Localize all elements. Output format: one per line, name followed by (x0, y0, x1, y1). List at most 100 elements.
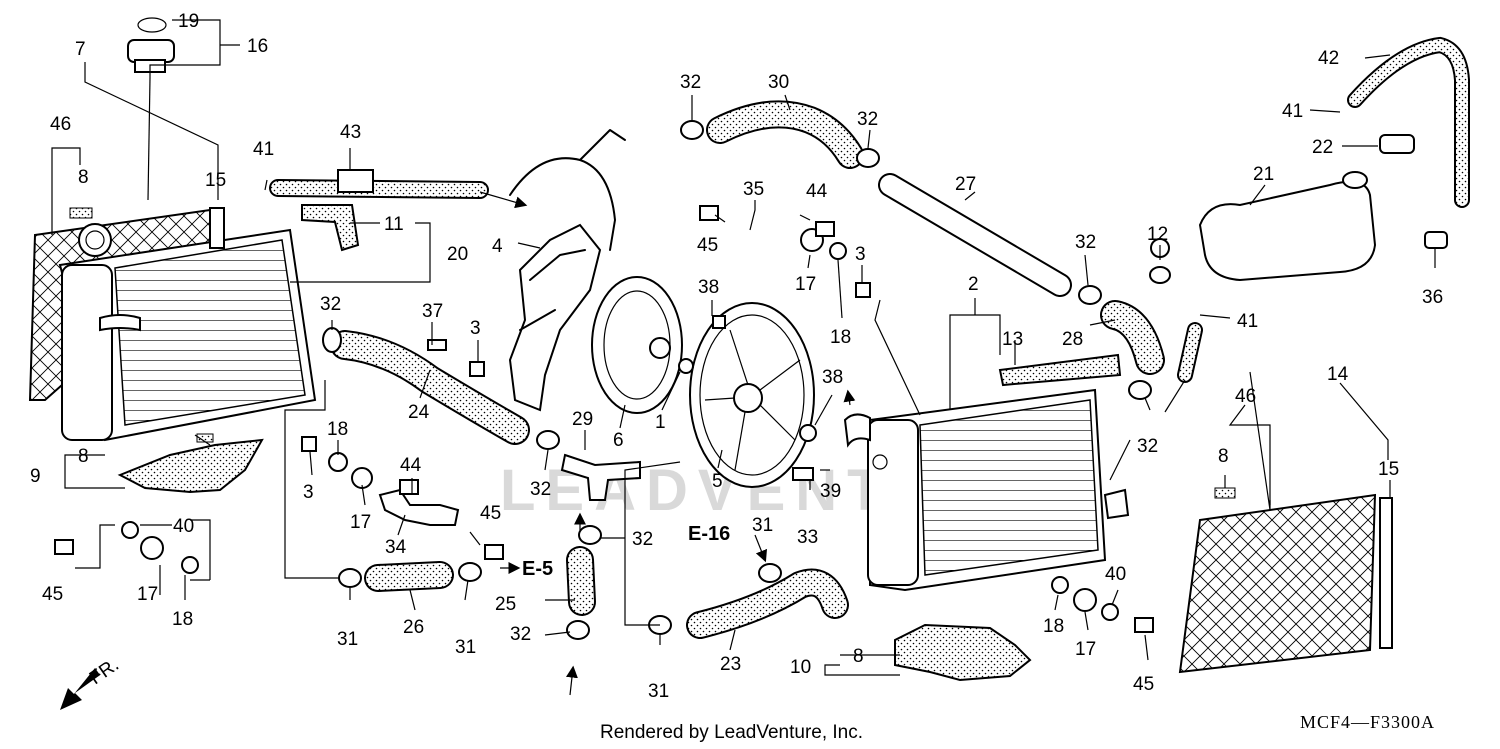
callout-18c: 18 (830, 327, 851, 348)
callout-15b: 15 (1378, 459, 1399, 480)
callout-7: 7 (75, 39, 86, 60)
callout-11: 11 (384, 214, 404, 235)
fan-motor (337, 129, 683, 414)
callout-1: 1 (655, 412, 666, 433)
callout-45: 45 (480, 503, 501, 524)
callout-33: 33 (797, 527, 818, 548)
callout-45d: 45 (1133, 674, 1154, 695)
callout-31d: 31 (752, 515, 773, 536)
callout-8d: 8 (853, 646, 864, 667)
callout-34: 34 (385, 537, 407, 558)
callout-32: 32 (320, 294, 341, 315)
callout-39: 39 (820, 481, 841, 502)
callout-3: 3 (470, 318, 481, 339)
right-radiator (843, 388, 1130, 592)
callout-16: 16 (247, 36, 268, 57)
callout-41b: 41 (1237, 311, 1258, 332)
direction-label: FR. (86, 654, 123, 689)
callout-20: 20 (447, 244, 468, 265)
ref-e16: E-16 (688, 523, 730, 545)
callout-5: 5 (712, 471, 723, 492)
callout-15: 15 (205, 170, 226, 191)
callout-40b: 40 (1105, 564, 1126, 585)
callout-23: 23 (720, 654, 741, 675)
callout-32g: 32 (1075, 232, 1096, 253)
callout-28: 28 (1062, 329, 1083, 350)
callout-32d: 32 (510, 624, 531, 645)
callout-18: 18 (327, 419, 348, 440)
callout-38: 38 (698, 277, 719, 298)
joint-29 (560, 453, 641, 501)
callout-32f: 32 (857, 109, 878, 130)
hose-42 (1347, 36, 1470, 208)
callout-29: 29 (572, 409, 593, 430)
footer-credit: Rendered by LeadVenture, Inc. (600, 722, 863, 743)
callout-26: 26 (403, 617, 424, 638)
callout-17d: 17 (1075, 639, 1096, 660)
bracket-11 (301, 204, 360, 252)
bracket-34 (378, 488, 460, 526)
callout-22: 22 (1312, 137, 1333, 158)
hose-clamps (322, 120, 1152, 640)
callout-25: 25 (495, 594, 516, 615)
ref-e5: E-5 (522, 558, 553, 580)
callout-8b: 8 (78, 446, 89, 467)
callout-43: 43 (340, 122, 361, 143)
callout-24: 24 (408, 402, 430, 423)
callout-37: 37 (422, 301, 443, 322)
lower-shroud-right (894, 623, 1032, 682)
callout-13: 13 (1002, 329, 1023, 350)
callout-19: 19 (178, 11, 199, 32)
callout-45b: 45 (42, 584, 63, 605)
callout-31: 31 (337, 629, 358, 650)
callout-18d: 18 (1043, 616, 1064, 637)
callout-32c: 32 (632, 529, 653, 550)
drawing-code: MCF4—F3300A (1300, 712, 1435, 732)
lower-shroud-left (117, 438, 264, 494)
right-mesh-grille (1178, 487, 1393, 674)
callout-27: 27 (955, 174, 976, 195)
callout-38b: 38 (822, 367, 843, 388)
callout-17c: 17 (795, 274, 816, 295)
callout-41c: 41 (1282, 101, 1303, 122)
callout-6: 6 (613, 430, 624, 451)
callout-12: 12 (1147, 224, 1168, 245)
front-direction-arrow: FR. (60, 654, 123, 710)
callout-9: 9 (30, 466, 41, 487)
callout-45c: 45 (697, 235, 718, 256)
callout-8: 8 (78, 167, 89, 188)
callout-35: 35 (743, 179, 764, 200)
leader-lines (51, 19, 1436, 676)
callout-17b: 17 (137, 584, 158, 605)
callout-36: 36 (1422, 287, 1443, 308)
callout-18b: 18 (172, 609, 193, 630)
callout-46b: 46 (1235, 386, 1256, 407)
callout-42: 42 (1318, 48, 1339, 69)
callout-14: 14 (1327, 364, 1349, 385)
callout-32h: 32 (1137, 436, 1158, 457)
callout-46: 46 (50, 114, 71, 135)
callout-2: 2 (968, 274, 979, 295)
callout-32b: 32 (530, 479, 551, 500)
callout-8c: 8 (1218, 446, 1229, 467)
callout-44: 44 (400, 455, 422, 476)
fan-blade (689, 302, 815, 488)
callout-41: 41 (253, 139, 274, 160)
callout-3b: 3 (303, 482, 314, 503)
callout-44b: 44 (806, 181, 828, 202)
callout-40: 40 (173, 516, 194, 537)
callout-10: 10 (790, 657, 811, 678)
callout-30: 30 (768, 72, 789, 93)
callout-32e: 32 (680, 72, 701, 93)
left-radiator (28, 207, 317, 442)
callout-31c: 31 (648, 681, 669, 702)
callout-4: 4 (492, 236, 503, 257)
callout-3c: 3 (855, 244, 866, 265)
callout-31b: 31 (455, 637, 476, 658)
fasteners (54, 205, 1170, 633)
callout-21: 21 (1253, 164, 1274, 185)
callout-17: 17 (350, 512, 371, 533)
strip-13 (998, 353, 1122, 387)
callout-numbers: 19 16 7 46 8 15 41 43 11 20 32 37 3 24 4… (30, 11, 1443, 702)
